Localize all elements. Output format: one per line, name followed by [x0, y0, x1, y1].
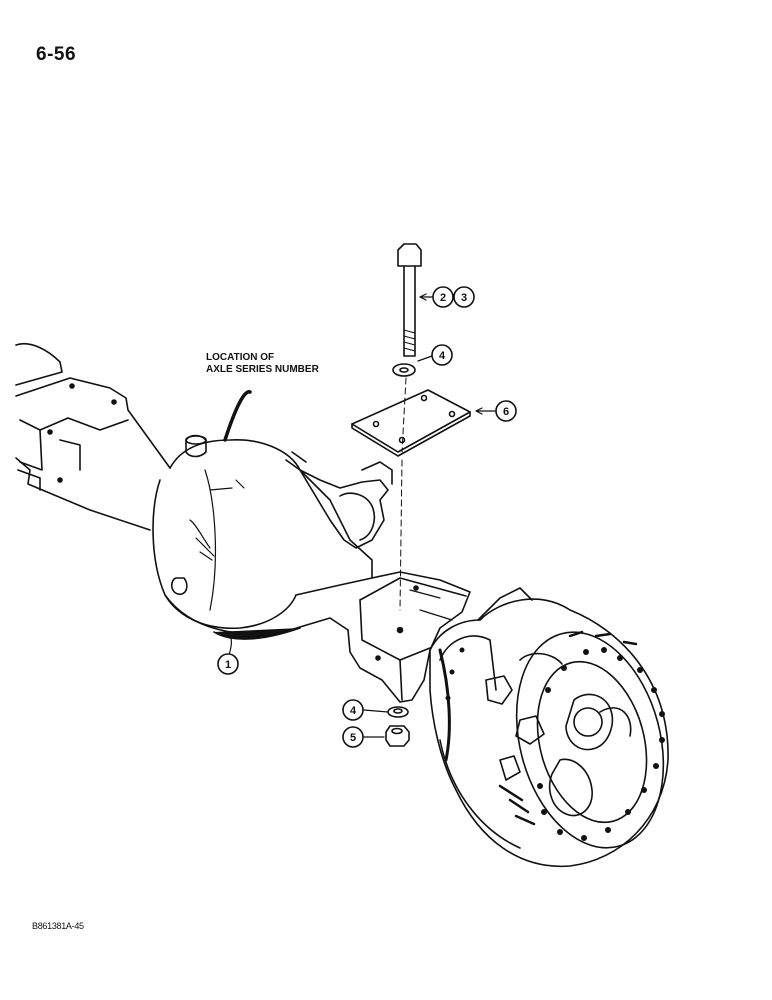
callout-label-3: 3 — [461, 292, 467, 304]
callout-4-bottom: 4 — [342, 699, 364, 721]
figure-code: B861381A-45 — [32, 921, 84, 931]
location-note-line1: LOCATION OF — [206, 352, 275, 363]
callout-label-1: 1 — [225, 659, 231, 671]
washer-top — [392, 363, 416, 377]
callout-label-4-top: 4 — [439, 350, 446, 362]
hex-nut — [385, 725, 410, 747]
callout-5: 5 — [342, 726, 364, 748]
planetary-hub — [429, 587, 669, 868]
callout-label-6: 6 — [503, 406, 509, 418]
callout-label-4-bottom: 4 — [350, 705, 357, 717]
callout-label-5: 5 — [350, 732, 356, 744]
axle-housing — [15, 343, 471, 703]
clamp-plate — [351, 389, 471, 457]
page-number: 6-56 — [36, 44, 77, 65]
callout-3: 3 — [453, 286, 475, 308]
callout-1: 1 — [217, 653, 239, 675]
callout-leaders — [228, 293, 496, 738]
location-note-line2: AXLE SERIES NUMBER — [206, 364, 319, 375]
assembly-centerline — [399, 377, 407, 611]
callout-6: 6 — [495, 400, 517, 422]
callout-4-top: 4 — [431, 344, 453, 366]
callout-label-2: 2 — [440, 292, 446, 304]
washer-bottom — [387, 706, 409, 718]
location-note: LOCATION OF AXLE SERIES NUMBER — [206, 352, 319, 376]
mounting-bolt — [397, 243, 422, 357]
callout-2: 2 — [432, 286, 454, 308]
